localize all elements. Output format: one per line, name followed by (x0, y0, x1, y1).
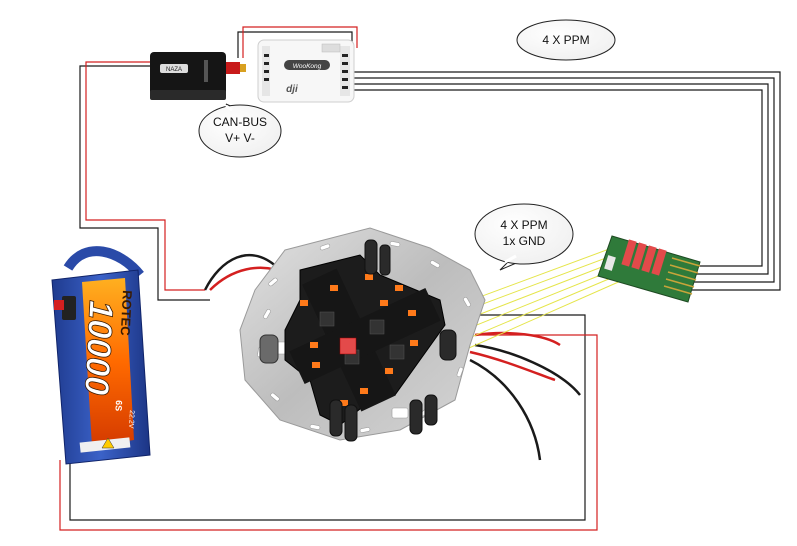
pmu-power-wire (85, 61, 205, 291)
esc-black-lead-1 (474, 343, 581, 396)
bubble-ppm-gnd-line2: 1x GND (503, 234, 546, 248)
bubble-ppm-gnd-line1: 4 X PPM (500, 218, 547, 232)
fc-brand-label: WooKong (293, 63, 322, 70)
battery-capacity: 10000 (77, 300, 120, 396)
battery-negative-wire (69, 314, 586, 521)
bubble-canbus-line1: CAN-BUS (213, 115, 267, 129)
esc-black-lead-2 (469, 358, 542, 461)
ppm-distribution-board (597, 235, 701, 303)
bubble-ppm-gnd: 4 X PPM 1x GND (474, 203, 574, 271)
ppm-wire-2 (352, 77, 775, 283)
ppm-wire-3 (352, 83, 769, 275)
canbus-wire-black (237, 31, 353, 58)
esc-signal-header (339, 337, 357, 355)
esc-red-lead-2 (469, 350, 556, 382)
bubble-ppm-top-text: 4 X PPM (542, 33, 589, 47)
ppm-wire-4 (352, 89, 763, 267)
battery: 10000 ROTEC 6S 22.2V (51, 246, 151, 465)
battery-positive-wire (59, 334, 598, 531)
bubble-canbus: CAN-BUS V+ V- (198, 103, 282, 158)
canbus-wire-red (242, 26, 358, 58)
battery-voltage: 22.2V (127, 410, 135, 429)
bubble-ppm-top: 4 X PPM (516, 19, 616, 61)
esc-black-lead-3 (203, 253, 281, 291)
bubble-canbus-line2: V+ V- (225, 131, 255, 145)
esc-board (259, 239, 457, 442)
fc-logo: dji (286, 84, 298, 95)
pmu-module: NAZA (150, 52, 246, 100)
esc-red-lead-1 (474, 331, 561, 347)
wires-black (69, 31, 781, 521)
flight-controller: WooKong dji (257, 39, 355, 103)
pmu-brand-label: NAZA (166, 67, 182, 73)
battery-brand: ROTEC (118, 290, 135, 337)
ppm-wire-1 (352, 71, 781, 291)
battery-cells: 6S (113, 400, 124, 412)
pmu-ground-wire (79, 65, 210, 301)
esc-capacitors (259, 239, 457, 442)
